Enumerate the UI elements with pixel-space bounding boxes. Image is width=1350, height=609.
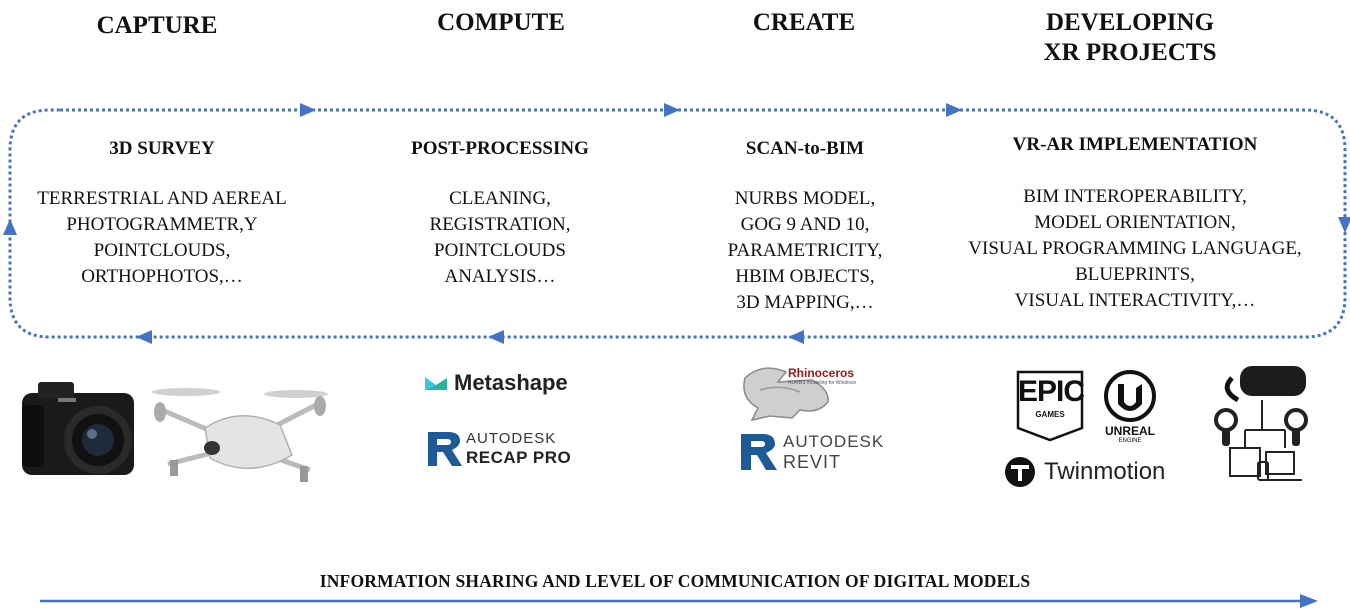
epic-logo-line2: GAMES: [1035, 410, 1065, 419]
arrow-right-3: [946, 103, 962, 117]
stage-item: POINTCLOUDS,: [93, 240, 231, 261]
stage-item: PARAMETRICITY,: [727, 240, 883, 261]
stage-scan-to-bim-title: SCAN-to-BIM: [745, 138, 865, 159]
epic-games-icon: [1016, 370, 1084, 442]
recap-logo-line1: AUTODESK: [466, 430, 556, 447]
twinmotion-logo-text: Twinmotion: [1044, 458, 1166, 485]
arrow-right-1: [300, 103, 316, 117]
phase-capture-label: CAPTURE: [96, 12, 218, 39]
revit-logo-line1: AUTODESK: [783, 432, 885, 451]
stage-item: VISUAL INTERACTIVITY,…: [1014, 290, 1256, 311]
stage-item: POINTCLOUDS: [434, 240, 566, 261]
revit-icon: [741, 434, 777, 470]
phase-capture: CAPTURE: [62, 11, 252, 41]
arrow-up-left: [3, 219, 17, 235]
rhino-logo-sub: NURBS modeling for Windows: [788, 380, 857, 386]
phase-compute-label: COMPUTE: [437, 9, 565, 36]
stage-item: BLUEPRINTS,: [1075, 264, 1195, 285]
stage-item: TERRESTRIAL AND AEREAL: [37, 188, 287, 209]
stage-item: ORTHOPHOTOS,…: [81, 266, 243, 287]
rhino-logo-title: Rhinoceros: [788, 366, 855, 380]
footer-caption: INFORMATION SHARING AND LEVEL OF COMMUNI…: [319, 571, 1031, 591]
recap-logo-line2: RECAP PRO: [466, 448, 572, 467]
recap-autodesk-text: AUTODESK: [466, 430, 557, 447]
stage-post-processing-items: CLEANING, REGISTRATION, POINTCLOUDS ANAL…: [390, 186, 610, 290]
stage-scan-to-bim-items: NURBS MODEL, GOG 9 AND 10, PARAMETRICITY…: [690, 186, 920, 316]
recap-icon: [428, 432, 462, 466]
metashape-logo-text: Metashape: [454, 370, 568, 395]
devices-icon: [1229, 400, 1302, 481]
stage-item: VISUAL PROGRAMMING LANGUAGE,: [968, 238, 1302, 259]
twinmotion-icon: [1005, 457, 1035, 487]
stage-vr-ar-items: BIM INTEROPERABILITY, MODEL ORIENTATION,…: [935, 184, 1335, 314]
stage-item: ANALYSIS…: [444, 266, 556, 287]
stage-item: NURBS MODEL,: [734, 188, 876, 209]
phase-developing-xr: DEVELOPING XR PROJECTS: [1010, 8, 1250, 68]
stage-item: PHOTOGRAMMETR,Y: [66, 214, 258, 235]
stage-post-processing-title: POST-PROCESSING: [411, 138, 589, 159]
stage-3d-survey-items: TERRESTRIAL AND AEREAL PHOTOGRAMMETR,Y P…: [12, 186, 312, 290]
arrow-down-right: [1338, 217, 1350, 233]
epic-logo-line1: EPIC: [1018, 375, 1085, 408]
phase-create-label: CREATE: [752, 9, 856, 36]
stage-item: BIM INTEROPERABILITY,: [1023, 186, 1247, 207]
phase-developing-line1: DEVELOPING: [1045, 9, 1215, 36]
camera-icon: [22, 382, 134, 475]
arrow-right-2: [664, 103, 680, 117]
rhino-icon: [743, 367, 829, 422]
unreal-engine-icon: [1104, 370, 1156, 422]
stage-item: MODEL ORIENTATION,: [1034, 212, 1236, 233]
stage-vr-ar-title: VR-AR IMPLEMENTATION: [1012, 134, 1258, 155]
phase-compute: COMPUTE: [406, 8, 596, 38]
stage-item: REGISTRATION,: [429, 214, 571, 235]
metashape-icon: [425, 377, 447, 390]
cycle-loop: [8, 108, 1347, 339]
stage-3d-survey-title: 3D SURVEY: [109, 138, 215, 159]
phase-developing-line2: XR PROJECTS: [1043, 39, 1217, 66]
arrow-left-3: [136, 330, 152, 344]
unreal-logo-line2: ENGINE: [1118, 438, 1142, 444]
vr-headset-icon: [1214, 366, 1308, 446]
footer-arrow: [40, 594, 1318, 608]
revit-logo-line2: REVIT: [783, 452, 842, 472]
drone-icon: [152, 388, 328, 482]
stage-item: HBIM OBJECTS,: [735, 266, 875, 287]
unreal-logo-line1: UNREAL: [1105, 424, 1155, 438]
arrow-left-1: [788, 330, 804, 344]
stage-item: GOG 9 AND 10,: [740, 214, 870, 235]
phase-create: CREATE: [709, 8, 899, 38]
stage-item: 3D MAPPING,…: [736, 292, 874, 313]
stage-item: CLEANING,: [449, 188, 551, 209]
arrow-left-2: [488, 330, 504, 344]
